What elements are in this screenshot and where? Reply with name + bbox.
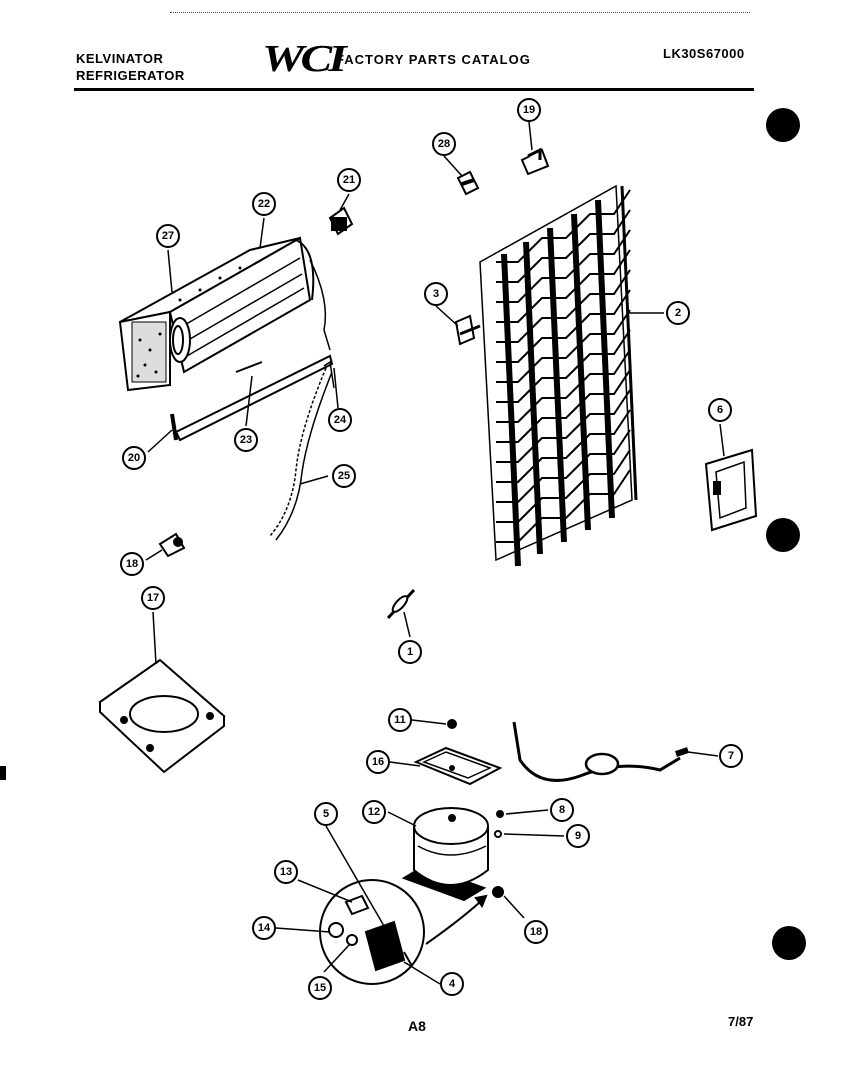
callout-label: 5 (323, 808, 329, 820)
callout-3: 3 (424, 282, 448, 306)
callout-label: 16 (372, 756, 384, 768)
wci-logo: WCI (262, 38, 347, 80)
brand-name: KELVINATOR (76, 51, 164, 66)
scan-speck-line (170, 12, 750, 15)
callout-label: 9 (575, 830, 581, 842)
callout-25: 25 (332, 464, 356, 488)
callout-9: 9 (566, 824, 590, 848)
callout-label: 12 (368, 806, 380, 818)
callout-leader-lines (145, 121, 725, 985)
brand-block: KELVINATOR REFRIGERATOR (76, 50, 185, 84)
callout-24: 24 (328, 408, 352, 432)
callout-label: 6 (717, 404, 723, 416)
callout-2: 2 (666, 301, 690, 325)
callout-label: 17 (147, 592, 159, 604)
callout-5: 5 (314, 802, 338, 826)
part-7-power-cord (512, 721, 689, 782)
evaporator-drawing (118, 236, 331, 392)
callout-20: 20 (122, 446, 146, 470)
callout-label: 21 (343, 174, 355, 186)
callout-label: 13 (280, 866, 292, 878)
parts-8-9-fasteners (492, 810, 504, 898)
callout-label: 4 (449, 978, 456, 990)
callout-7: 7 (719, 744, 743, 768)
part-3-bracket (454, 314, 481, 346)
callout-22: 22 (252, 192, 276, 216)
callout-label: 22 (258, 198, 270, 210)
callout-17: 17 (141, 586, 165, 610)
callout-6: 6 (708, 398, 732, 422)
part-16-tray (413, 746, 503, 786)
callout-label: 25 (338, 470, 350, 482)
svg-text:18: 18 (126, 558, 138, 570)
callout-16: 16 (366, 750, 390, 774)
callout-11: 11 (388, 708, 412, 732)
callout-19: 19 (517, 98, 541, 122)
part-19-hinge (520, 147, 550, 176)
model-number: LK30S67000 (663, 46, 745, 61)
part-18-grommet-upper (158, 532, 186, 558)
callout-12: 12 (362, 800, 386, 824)
callout-label: 28 (438, 138, 450, 150)
binder-hole-bottom (772, 926, 806, 960)
callout-label: 19 (523, 104, 535, 116)
relay-overload-group (319, 879, 488, 985)
callout-label: 23 (240, 434, 252, 446)
part-1-drier (386, 588, 416, 620)
callout-label: 20 (128, 452, 140, 464)
scan-edge-mark (0, 766, 6, 780)
condenser-coil-drawing (479, 184, 638, 567)
callout-label: 1 (407, 646, 413, 658)
part-17-base-plate (98, 658, 226, 774)
callout-27: 27 (156, 224, 180, 248)
page-code: A8 (408, 1018, 426, 1034)
callout-label: 27 (162, 230, 174, 242)
callout-label: 14 (258, 922, 271, 934)
drain-trough-drawing (170, 354, 334, 442)
catalog-title-block: WCI FACTORY PARTS CATALOG (262, 38, 531, 80)
binder-hole-top (766, 108, 800, 142)
callout-label: 24 (334, 414, 347, 426)
callout-21: 21 (337, 168, 361, 192)
callout-label: 2 (675, 307, 681, 319)
callout-1: 1 (398, 640, 422, 664)
callout-23: 23 (234, 428, 258, 452)
part-6-cover (704, 448, 758, 532)
callout-28: 28 (432, 132, 456, 156)
callout-label: 11 (394, 714, 406, 726)
callout-14: 14 (252, 916, 276, 940)
product-type: REFRIGERATOR (76, 68, 185, 83)
callout-13: 13 (274, 860, 298, 884)
callout-label: 8 (559, 804, 565, 816)
part-20-bracket (456, 170, 480, 196)
callout-18: 18 (524, 920, 548, 944)
callout-label: 15 (314, 982, 326, 994)
callout-4: 4 (440, 972, 464, 996)
catalog-date: 7/87 (728, 1014, 754, 1029)
callout-label: 18 (530, 926, 542, 938)
callout-label: 3 (433, 288, 439, 300)
callout-label: 7 (728, 750, 734, 762)
callout-8: 8 (550, 798, 574, 822)
binder-hole-middle (766, 518, 800, 552)
callout-15: 15 (308, 976, 332, 1000)
catalog-title: FACTORY PARTS CATALOG (336, 51, 531, 67)
callout-18-upper: 18 (120, 552, 144, 576)
part-21-clip (328, 206, 354, 236)
part-12-compressor (401, 807, 489, 902)
header-rule (74, 88, 754, 91)
part-11-washer (447, 719, 457, 729)
drain-tube-drawing (269, 360, 335, 541)
